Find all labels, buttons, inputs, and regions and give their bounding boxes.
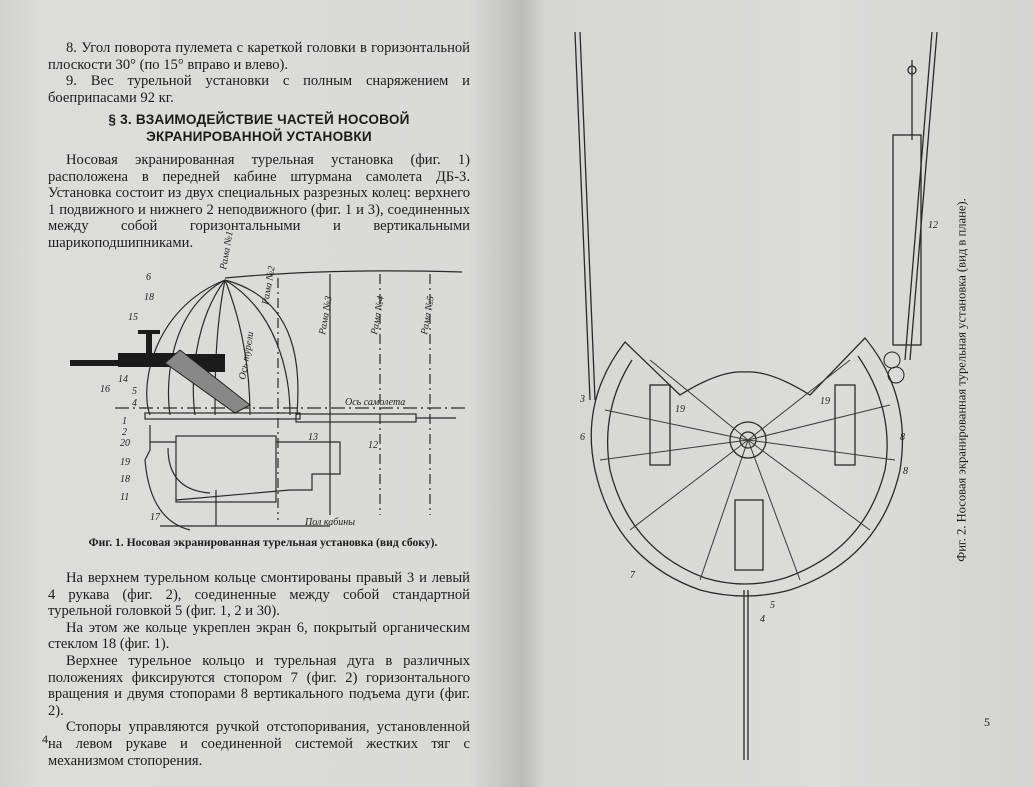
frame-label-2: Рама №2 [260, 265, 278, 306]
part-number: 8 [903, 466, 908, 477]
frame-label-4: Рама №4 [369, 295, 387, 336]
part-number: 8 [900, 432, 905, 443]
paragraph: Верхнее турельное кольцо и турельная дуг… [48, 652, 470, 719]
part-number: 19 [675, 404, 685, 415]
part-number: 6 [580, 432, 585, 443]
body-paragraphs: На верхнем турельном кольце смонтированы… [48, 570, 470, 769]
part-number: 5 [770, 600, 775, 611]
left-page [0, 0, 520, 787]
spec-item-9: 9. Вес турельной установки с полным снар… [48, 73, 470, 106]
part-number: 4 [760, 614, 765, 625]
part-number: 11 [120, 492, 129, 503]
figure-2-caption: Фиг. 2. Носовая экранированная турельная… [954, 198, 969, 562]
figure-1-side-view: Рама №1 Рама №2 Рама №3 Рама №4 Рама №5 … [70, 230, 465, 531]
part-number: 18 [144, 292, 154, 303]
figure-2-plan-view: 3 6 19 19 8 8 12 7 5 4 [574, 31, 938, 760]
part-number: 2 [122, 427, 127, 438]
part-number: 12 [368, 440, 378, 451]
part-number: 12 [928, 220, 938, 231]
spec-item-8: 8. Угол поворота пулемета с кареткой гол… [48, 40, 470, 73]
page-number-right: 5 [984, 715, 990, 729]
part-number: 18 [120, 474, 130, 485]
part-number: 20 [120, 438, 130, 449]
part-number: 16 [100, 384, 110, 395]
part-number: 15 [128, 312, 138, 323]
part-number: 6 [146, 272, 151, 283]
spec-items: 8. Угол поворота пулемета с кареткой гол… [48, 40, 470, 106]
turret-axis-label: Ось турели [237, 331, 256, 381]
part-number: 4 [132, 398, 137, 409]
frame-label-5: Рама №5 [419, 295, 437, 336]
page-number-left: 4 [42, 732, 48, 746]
aircraft-axis-label: Ось самолета [345, 397, 405, 408]
part-number: 3 [579, 394, 585, 405]
paragraph: На этом же кольце укреплен экран 6, покр… [48, 619, 470, 653]
part-number: 19 [120, 457, 130, 468]
part-number: 5 [132, 386, 137, 397]
part-number: 1 [122, 416, 127, 427]
floor-label: Пол кабины [304, 517, 355, 528]
part-number: 13 [308, 432, 318, 443]
part-number: 7 [630, 570, 636, 581]
part-number: 14 [118, 374, 128, 385]
figure-1-caption: Фиг. 1. Носовая экранированная турельная… [88, 536, 438, 549]
part-number: 17 [150, 512, 161, 523]
part-number: 19 [820, 396, 830, 407]
frame-label-3: Рама №3 [317, 295, 335, 336]
intro-paragraph: Носовая экранированная турельная установ… [48, 152, 470, 252]
right-page [520, 0, 1033, 787]
paragraph: Стопоры управляются ручкой отстопоривани… [48, 719, 470, 769]
paragraph: На верхнем турельном кольце смонтированы… [48, 570, 470, 620]
intro-text: Носовая экранированная турельная установ… [48, 152, 470, 251]
section-heading: § 3. ВЗАИМОДЕЙСТВИЕ ЧАСТЕЙ НОСОВОЙ ЭКРАН… [108, 112, 410, 144]
